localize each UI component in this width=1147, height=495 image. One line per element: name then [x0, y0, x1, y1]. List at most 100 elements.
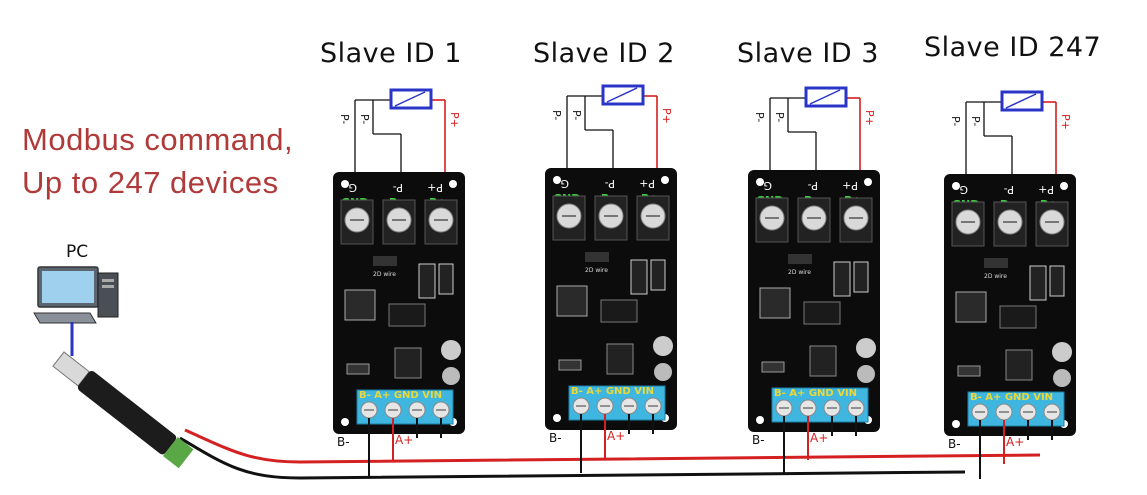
silk-wire-label: 2D wire	[585, 267, 608, 274]
component	[957, 365, 981, 377]
ic-chip	[803, 301, 841, 325]
jumper-header	[373, 256, 397, 266]
label-b-minus: B-	[337, 435, 350, 449]
capacitor	[857, 365, 875, 383]
silk-p-minus: P-	[808, 179, 818, 192]
sensor-label-p-minus: P-	[550, 110, 563, 120]
silk-g: G	[959, 183, 968, 196]
label-b-minus: B-	[948, 437, 961, 451]
capacitor	[441, 340, 461, 360]
regulator	[606, 343, 634, 375]
bus-wire-a-plus	[184, 428, 1041, 464]
jumper-header	[788, 254, 812, 264]
capacitor	[653, 336, 673, 356]
label-a-plus: A+	[395, 433, 413, 447]
sensor-label-p-minus: P-	[949, 116, 962, 126]
silk-bus-terminals: B- A+ GND VIN	[774, 388, 857, 399]
component	[1049, 265, 1065, 297]
ic-chip	[388, 303, 426, 327]
capacitor	[1052, 342, 1072, 362]
sensor-label-p-minus-2: P-	[570, 110, 583, 120]
ic-chip	[600, 299, 638, 323]
sensor-label-p-minus: P-	[753, 112, 766, 122]
component	[761, 361, 785, 373]
capacitor	[856, 338, 876, 358]
regulator	[1005, 349, 1033, 381]
component	[1029, 265, 1047, 301]
silk-p-plus: P+	[1038, 183, 1054, 196]
label-a-plus: A+	[607, 429, 625, 443]
component	[418, 263, 436, 299]
sensor-label-p-plus: P+	[660, 108, 673, 124]
rs485-bus	[179, 428, 1041, 480]
silk-p-plus: P+	[427, 181, 443, 194]
jumper-header	[585, 252, 609, 262]
component	[438, 263, 454, 295]
sensor-label-p-plus: P+	[863, 110, 876, 126]
silk-p-minus: P-	[605, 177, 615, 190]
capacitor	[654, 363, 672, 381]
component	[833, 261, 851, 297]
ic-chip	[556, 285, 588, 317]
regulator	[394, 347, 422, 379]
label-a-plus: A+	[810, 431, 828, 445]
silk-bus-terminals: B- A+ GND VIN	[571, 386, 654, 397]
ic-chip	[344, 289, 376, 321]
pressure-sensor-arrow	[1005, 93, 1037, 109]
component	[630, 259, 648, 295]
mount-hole	[661, 176, 669, 184]
ic-chip	[999, 305, 1037, 329]
caption: Modbus command, Up to 247 devices	[22, 118, 293, 204]
capacitor	[1053, 369, 1071, 387]
mount-hole	[952, 182, 960, 190]
usb-rs485-adapter-icon	[52, 351, 194, 469]
sensor-label-p-minus-2: P-	[773, 112, 786, 122]
mount-hole	[756, 416, 764, 424]
silk-p-minus: P-	[393, 181, 403, 194]
ic-chip	[955, 291, 987, 323]
slave-title-4: Slave ID 247	[924, 32, 1102, 63]
component	[346, 363, 370, 375]
slave-title-1: Slave ID 1	[320, 38, 462, 69]
silk-wire-label: 2D wire	[788, 269, 811, 276]
label-a-plus: A+	[1006, 435, 1024, 449]
silk-wire-label: 2D wire	[984, 273, 1007, 280]
label-b-minus: B-	[549, 431, 562, 445]
silk-bus-terminals: B- A+ GND VIN	[970, 392, 1053, 403]
silk-g: G	[348, 181, 357, 194]
mount-hole	[553, 176, 561, 184]
silk-wire-label: 2D wire	[373, 271, 396, 278]
silk-g: G	[763, 179, 772, 192]
mount-hole	[756, 178, 764, 186]
silk-g: G	[560, 177, 569, 190]
mount-hole	[341, 180, 349, 188]
silk-p-minus: P-	[1004, 183, 1014, 196]
ic-chip	[759, 287, 791, 319]
mount-hole	[952, 420, 960, 428]
desktop-computer-icon	[33, 266, 119, 324]
component	[558, 359, 582, 371]
slave-title-3: Slave ID 3	[737, 38, 879, 69]
component	[650, 259, 666, 291]
mount-hole	[553, 414, 561, 422]
component	[853, 261, 869, 293]
slave-title-2: Slave ID 2	[533, 38, 675, 69]
mount-hole	[864, 178, 872, 186]
sensor-label-p-plus: P+	[448, 112, 461, 128]
sensor-label-p-plus: P+	[1059, 114, 1072, 130]
jumper-header	[984, 258, 1008, 268]
mount-hole	[1060, 182, 1068, 190]
silk-p-plus: P+	[842, 179, 858, 192]
pressure-sensor-arrow	[606, 87, 638, 103]
caption-line-1: Modbus command,	[22, 122, 294, 157]
silk-bus-terminals: B- A+ GND VIN	[359, 390, 442, 401]
sensor-label-p-minus: P-	[338, 114, 351, 124]
mount-hole	[341, 418, 349, 426]
label-b-minus: B-	[752, 433, 765, 447]
